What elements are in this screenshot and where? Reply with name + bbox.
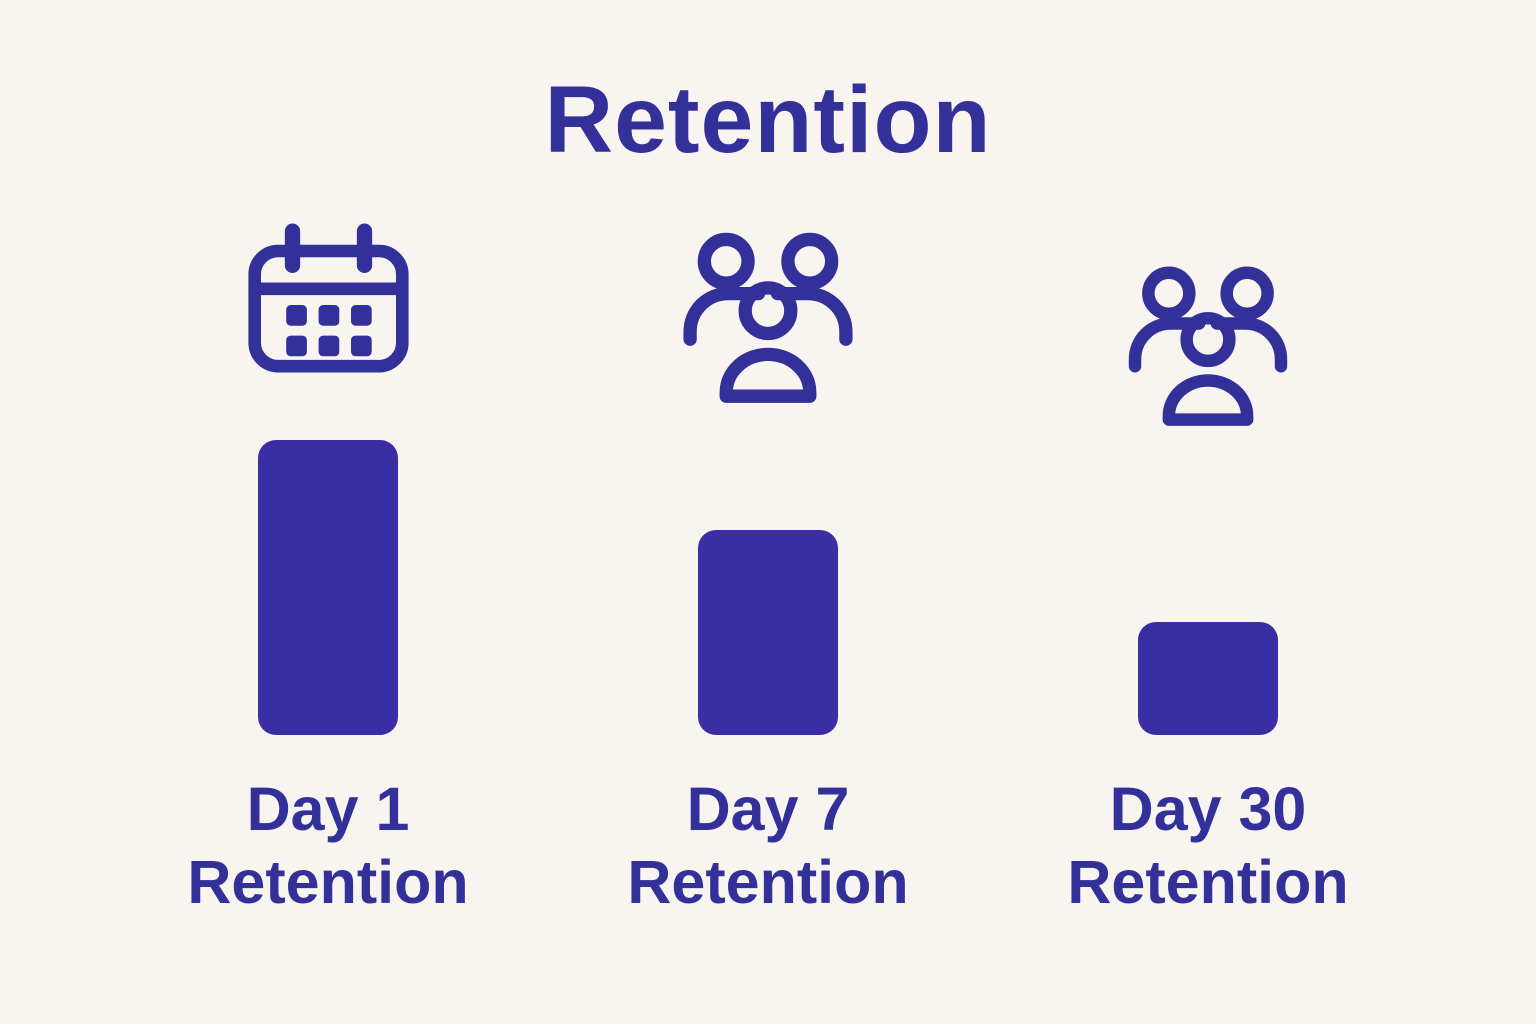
label-day1: Day 1 Retention bbox=[108, 773, 548, 919]
label-day30-line1: Day 30 bbox=[1109, 775, 1307, 844]
people-group-icon bbox=[673, 229, 863, 419]
bar-day1 bbox=[258, 440, 398, 736]
retention-infographic: Retention bbox=[0, 66, 1536, 1024]
calendar-icon bbox=[236, 215, 421, 395]
label-day7: Day 7 Retention bbox=[548, 773, 988, 919]
people-group-icon bbox=[1119, 263, 1297, 441]
column-day1 bbox=[108, 215, 548, 736]
chart-area bbox=[108, 215, 1428, 736]
column-day30 bbox=[988, 215, 1428, 736]
category-labels: Day 1 Retention Day 7 Retention Day 30 R… bbox=[108, 773, 1428, 919]
column-day7 bbox=[548, 215, 988, 736]
bar-day30 bbox=[1138, 622, 1278, 736]
label-day30: Day 30 Retention bbox=[988, 773, 1428, 919]
label-day7-line2: Retention bbox=[627, 848, 909, 917]
chart-title: Retention bbox=[544, 67, 992, 173]
label-day1-line1: Day 1 bbox=[246, 775, 410, 844]
label-day1-line2: Retention bbox=[187, 848, 469, 917]
label-day30-line2: Retention bbox=[1067, 848, 1349, 917]
bar-day7 bbox=[698, 530, 838, 736]
label-day7-line1: Day 7 bbox=[686, 775, 850, 844]
